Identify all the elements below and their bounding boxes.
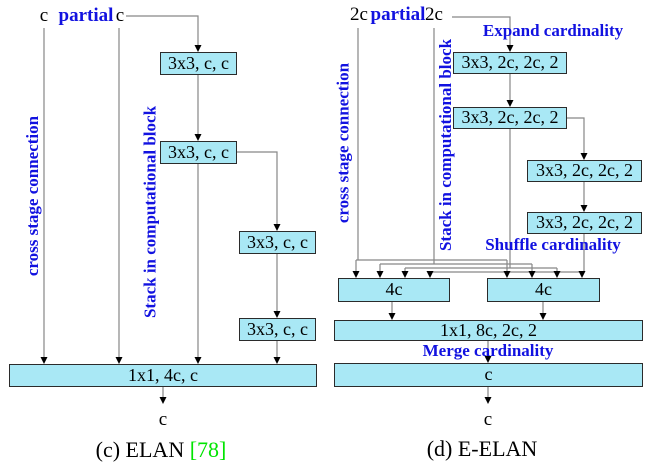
elan-connector-lines	[43, 15, 278, 398]
eelan-caption-text: (d) E-ELAN	[426, 436, 538, 461]
elan-caption-text: (c) ELAN	[95, 437, 190, 462]
eelan-input-2c-right: 2c	[425, 4, 443, 25]
eelan-caption: (d) E-ELAN	[427, 438, 538, 460]
elan-partial-label: partial	[58, 5, 114, 26]
elan-output-label: c	[158, 409, 168, 430]
eelan-conv-box-4: 3x3, 2c, 2c, 2	[527, 212, 642, 234]
elan-conv-box-2: 3x3, c, c	[160, 141, 237, 164]
elan-cross-stage-connection-label: cross stage connection	[23, 115, 42, 277]
eelan-cross-stage-connection-label: cross stage connection	[333, 62, 353, 224]
eelan-group-box-2: 4c	[487, 278, 600, 302]
eelan-merge-conv-box: 1x1, 8c, 2c, 2	[334, 320, 643, 341]
eelan-output-label: c	[483, 409, 493, 430]
elan-conv-box-4: 3x3, c, c	[239, 318, 316, 341]
elan-arrowheads	[40, 45, 281, 404]
elan-input-c-right: c	[115, 5, 125, 26]
elan-stack-in-computational-block-label: Stack in computational block	[140, 105, 160, 319]
eelan-conv-box-1: 3x3, 2c, 2c, 2	[453, 52, 567, 74]
eelan-input-2c-left: 2c	[350, 4, 368, 25]
elan-conv-box-1: 3x3, c, c	[160, 52, 237, 75]
eelan-shuffle-cardinality-label: Shuffle cardinality	[485, 235, 621, 254]
eelan-conv-box-2: 3x3, 2c, 2c, 2	[453, 107, 567, 129]
elan-caption-citation: [78]	[189, 437, 227, 462]
elan-input-c-left: c	[39, 5, 49, 26]
eelan-partial-label: partial	[370, 4, 426, 25]
eelan-stack-in-computational-block-label: Stack in computational block	[436, 38, 455, 252]
elan-caption: (c) ELAN [78]	[96, 439, 227, 461]
eelan-group-box-1: 4c	[338, 278, 450, 302]
eelan-merge-cardinality-label: Merge cardinality	[422, 341, 554, 360]
eelan-expand-cardinality-label: Expand cardinality	[482, 21, 624, 40]
eelan-output-box: c	[334, 363, 643, 387]
eelan-conv-box-3: 3x3, 2c, 2c, 2	[527, 160, 642, 182]
elan-merge-conv-box: 1x1, 4c, c	[9, 364, 317, 387]
elan-conv-box-3: 3x3, c, c	[239, 231, 316, 254]
